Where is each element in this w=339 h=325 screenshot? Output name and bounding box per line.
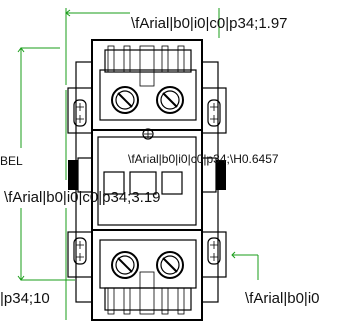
screw-icon <box>156 86 184 114</box>
screw-icon <box>111 86 139 114</box>
mounting-hole-icon <box>207 99 221 127</box>
screw-icon <box>156 251 184 279</box>
bottom-right-label: \fArial|b0|i0 <box>245 290 320 307</box>
bottom-left-label: |p34;10 <box>0 290 50 307</box>
center-height-label: \fArial|b0|i0|c0|p34;3.19 <box>4 189 161 206</box>
mounting-hole-icon <box>73 99 87 127</box>
mounting-hole-icon <box>207 237 221 265</box>
screw-icon <box>142 128 154 140</box>
center-offset-label: \fArial|b0|i0|c0|p34;\H0.6457 <box>128 152 279 166</box>
contactor-body <box>67 39 227 321</box>
dimension-lines <box>17 8 259 320</box>
terminal-screws <box>111 86 184 279</box>
side-label: BEL <box>0 154 23 168</box>
top-width-label: \fArial|b0|i0|c0|p34;1.97 <box>131 15 288 32</box>
mounting-holes <box>73 99 221 265</box>
screw-icon <box>111 251 139 279</box>
mounting-hole-icon <box>73 237 87 265</box>
